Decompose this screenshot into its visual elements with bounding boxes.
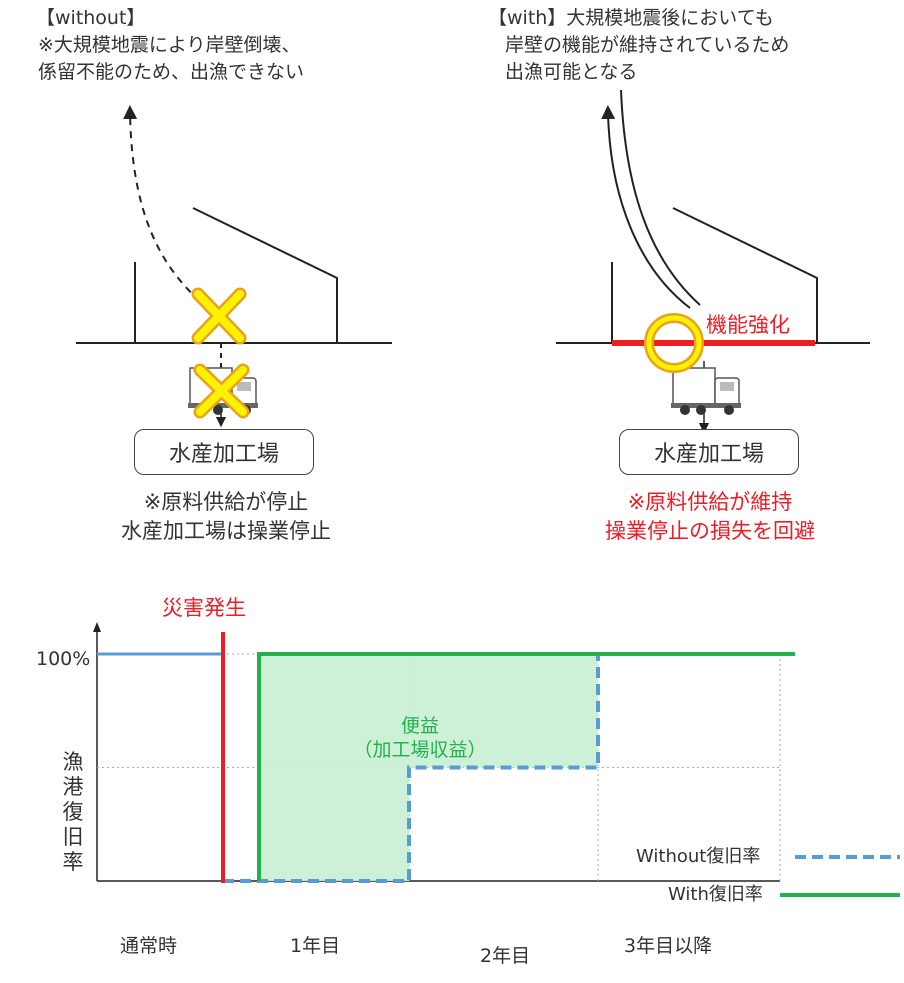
y-tick-100: 100% xyxy=(36,648,91,670)
benefit-label-line1: 便益 xyxy=(400,715,439,737)
without-note-line2: 係留不能のため、出漁できない xyxy=(38,61,305,83)
with-result-line1: ※原料供給が維持 xyxy=(627,490,793,514)
benefit-area xyxy=(259,654,598,881)
without-result-line2: 水産加工場は操業停止 xyxy=(121,519,331,543)
legend-without-label: Without復旧率 xyxy=(636,846,761,867)
with-route-arrows xyxy=(601,89,701,309)
event-label: 災害発生 xyxy=(162,596,246,620)
x-tick-1: 1年目 xyxy=(290,935,341,957)
without-truck-x-icon xyxy=(193,363,250,419)
with-note-line3: 出漁可能となる xyxy=(505,61,638,83)
without-blocked-route xyxy=(123,105,221,319)
legend-with-label: With復旧率 xyxy=(668,884,763,905)
with-result: ※原料供給が維持 操業停止の損失を回避 xyxy=(560,488,860,546)
without-note-line1: ※大規模地震により岸壁倒壊、 xyxy=(38,34,301,56)
without-factory-box: 水産加工場 xyxy=(134,429,314,475)
series-with-line xyxy=(257,652,795,881)
reinforce-label: 機能強化 xyxy=(706,313,790,337)
without-result: ※原料供給が停止 水産加工場は操業停止 xyxy=(76,488,376,546)
x-tick-3: 3年目以降 xyxy=(624,935,713,957)
y-axis-arrow xyxy=(93,622,101,632)
with-heading: 【with】大規模地震後においても xyxy=(488,7,774,29)
with-note-line2: 岸壁の機能が維持されているため xyxy=(505,34,790,56)
without-quay xyxy=(76,207,392,344)
with-factory-box: 水産加工場 xyxy=(619,429,799,475)
without-quay-x-icon xyxy=(191,287,247,345)
benefit-area-label: 便益 （加工場収益） xyxy=(330,714,510,762)
without-heading: 【without】 xyxy=(36,7,146,29)
scenario-diagrams xyxy=(76,89,870,434)
with-truck-icon xyxy=(671,367,741,415)
y-axis-label: 漁港復旧率 xyxy=(62,750,84,874)
with-result-line2: 操業停止の損失を回避 xyxy=(605,519,815,543)
x-tick-0: 通常時 xyxy=(120,935,178,957)
benefit-label-line2: （加工場収益） xyxy=(353,739,487,761)
without-result-line1: ※原料供給が停止 xyxy=(143,490,309,514)
with-ok-circle-icon xyxy=(644,313,704,373)
x-tick-2: 2年目 xyxy=(480,945,531,967)
